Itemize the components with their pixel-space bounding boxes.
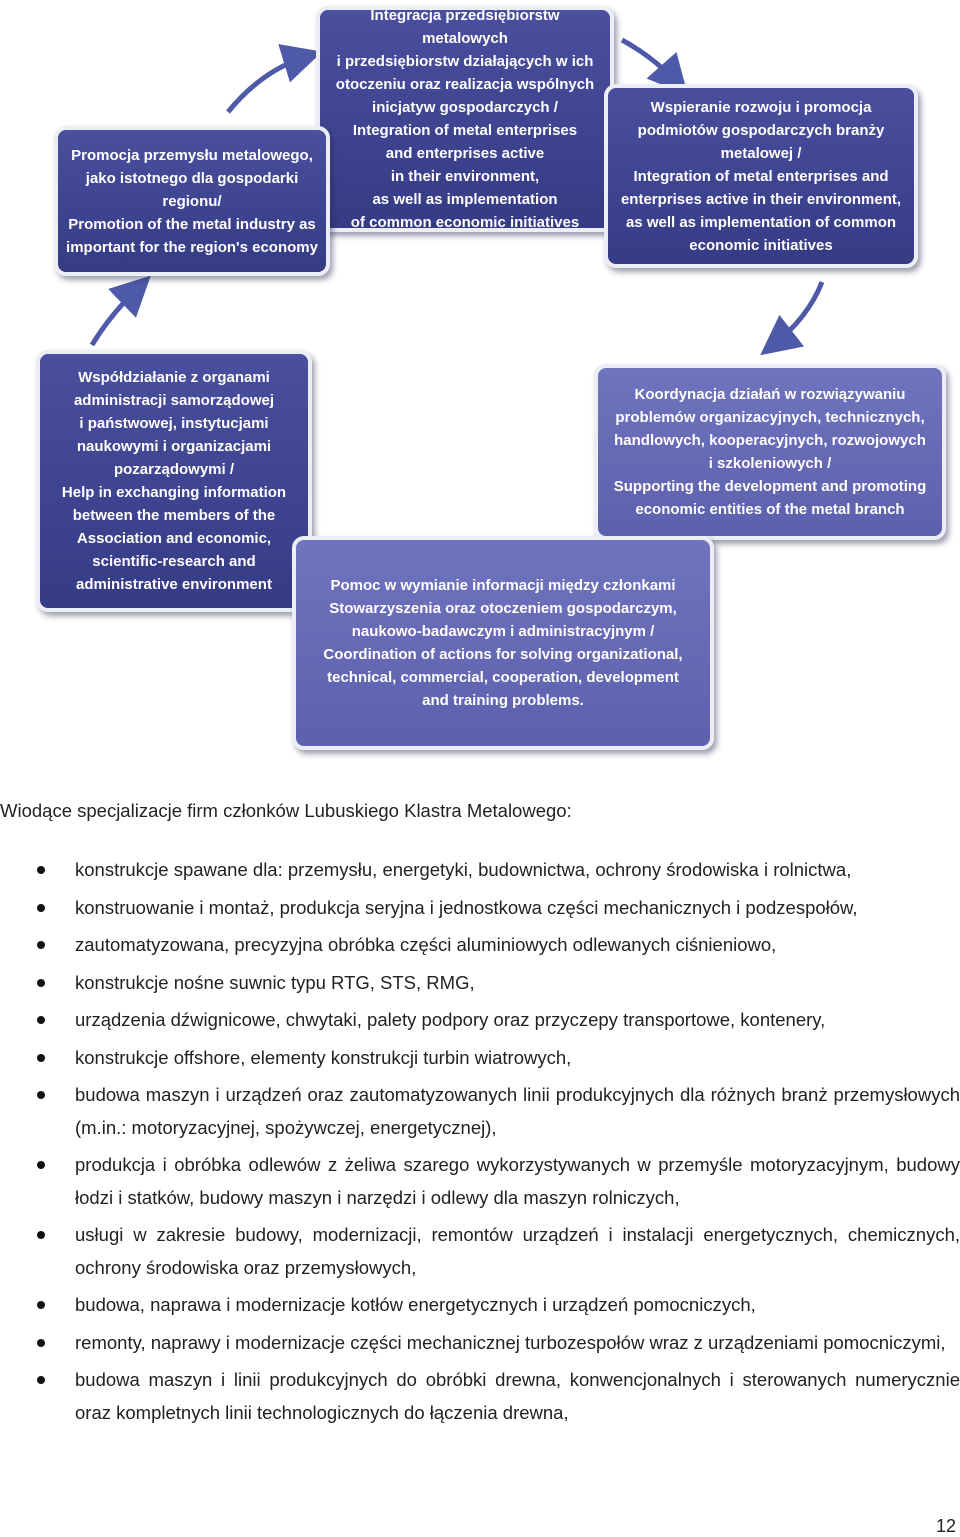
arrow-top-to-topright	[620, 37, 688, 96]
box-promotion: Promocja przemysłu metalowego, jako isto…	[54, 126, 330, 276]
bullet-icon	[37, 903, 45, 912]
list-item: budowa, naprawa i modernizacje kotłów en…	[0, 1289, 960, 1322]
page-number: 12	[935, 1516, 956, 1536]
list-item: konstrukcje spawane dla: przemysłu, ener…	[0, 854, 960, 887]
document-body: Wiodące specjalizacje firm członków Lubu…	[0, 798, 960, 1434]
box-coordination: Koordynacja działań w rozwiązywaniu prob…	[594, 364, 946, 540]
list-item: konstrukcje offshore, elementy konstrukc…	[0, 1042, 960, 1075]
bullet-icon	[37, 1231, 45, 1239]
box-cooperation: Współdziałanie z organami administracji …	[36, 350, 312, 612]
arrow-topright-to-right	[760, 281, 825, 356]
list-item: produkcja i obróbka odlewów z żeliwa sza…	[0, 1149, 960, 1214]
cycle-diagram: Integracja przedsiębiorstw metalowych i …	[0, 0, 960, 760]
box-integration: Integracja przedsiębiorstw metalowych i …	[316, 6, 614, 232]
bullet-icon	[37, 1301, 45, 1309]
bullet-icon	[37, 866, 45, 874]
box-support-development: Wspieranie rozwoju i promocja podmiotów …	[604, 84, 918, 268]
bullet-icon	[37, 941, 45, 949]
bullet-icon	[37, 1016, 45, 1024]
bullet-icon	[37, 1338, 45, 1347]
bullet-icon	[37, 978, 45, 987]
box-information-exchange: Pomoc w wymianie informacji między człon…	[292, 536, 714, 750]
specializations-list: konstrukcje spawane dla: przemysłu, ener…	[0, 854, 960, 1429]
list-item: budowa maszyn i linii produkcyjnych do o…	[0, 1364, 960, 1429]
list-item: usługi w zakresie budowy, modernizacji, …	[0, 1219, 960, 1284]
arrow-left-to-topleft	[89, 275, 151, 347]
list-item: konstruowanie i montaż, produkcja seryjn…	[0, 892, 960, 925]
list-item: remonty, naprawy i modernizacje części m…	[0, 1327, 960, 1360]
bullet-icon	[37, 1053, 45, 1062]
list-item: urządzenia dźwignicowe, chwytaki, palety…	[0, 1004, 960, 1037]
list-item: konstrukcje nośne suwnic typu RTG, STS, …	[0, 967, 960, 1000]
list-item: zautomatyzowana, precyzyjna obróbka częś…	[0, 929, 960, 962]
bullet-icon	[37, 1091, 45, 1099]
cycle-arrows	[89, 37, 825, 356]
bullet-icon	[37, 1161, 45, 1169]
arrow-topleft-to-top	[226, 44, 323, 114]
list-item: budowa maszyn i urządzeń oraz zautomatyz…	[0, 1079, 960, 1144]
specializations-intro: Wiodące specjalizacje firm członków Lubu…	[0, 800, 572, 821]
bullet-icon	[37, 1376, 45, 1384]
